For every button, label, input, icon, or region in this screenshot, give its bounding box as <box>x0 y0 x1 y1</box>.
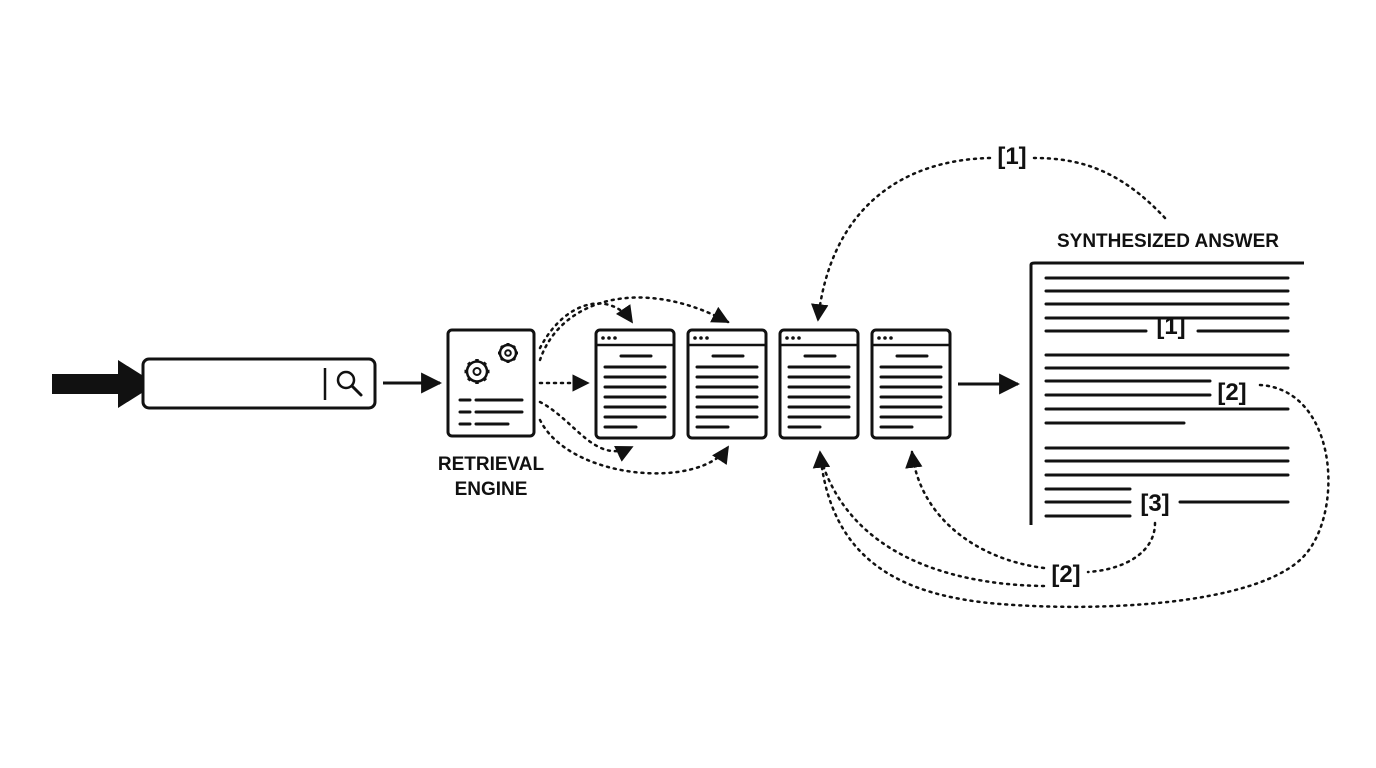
arc-citation-2-to-doc3 <box>812 383 1330 609</box>
retrieved-document-4[interactable] <box>870 328 952 440</box>
connector-top-doc2 <box>538 296 730 362</box>
retrieval-engine-label-line2: ENGINE <box>455 479 528 500</box>
search-bar[interactable] <box>141 357 377 410</box>
retrieved-document-2[interactable] <box>686 328 768 440</box>
arc-bottom-2-to-doc3 <box>818 454 1046 588</box>
input-arrow <box>52 360 156 408</box>
connector-bottom-doc1 <box>538 400 634 462</box>
arc-citation-bottom[interactable]: [2] <box>1051 561 1080 588</box>
retrieval-engine <box>446 328 536 438</box>
retrieved-document-1[interactable] <box>594 328 676 440</box>
answer-citation-2[interactable]: [2] <box>1217 379 1246 406</box>
citation-arcs <box>811 156 1330 609</box>
connector-top-doc1 <box>538 302 634 350</box>
answer-title: SYNTHESIZED ANSWER <box>1057 231 1279 252</box>
arc-citation-top[interactable]: [1] <box>997 143 1026 170</box>
search-icon[interactable] <box>336 370 363 397</box>
connector-bottom-doc2 <box>538 418 730 475</box>
engine-to-docs-connectors <box>538 296 730 475</box>
arc-bottom-2-to-doc4 <box>905 450 1046 570</box>
retrieval-engine-label-line1: RETRIEVAL <box>438 454 545 475</box>
gears-icon <box>464 343 518 384</box>
synthesized-answer <box>1029 261 1304 525</box>
answer-citation-1[interactable]: [1] <box>1156 313 1185 340</box>
arc-citation-3-to-bottom-2 <box>1086 521 1157 574</box>
answer-citation-3[interactable]: [3] <box>1140 490 1169 517</box>
arc-citation-1-to-doc3 <box>1032 156 1167 220</box>
retrieved-document-3[interactable] <box>778 328 860 440</box>
